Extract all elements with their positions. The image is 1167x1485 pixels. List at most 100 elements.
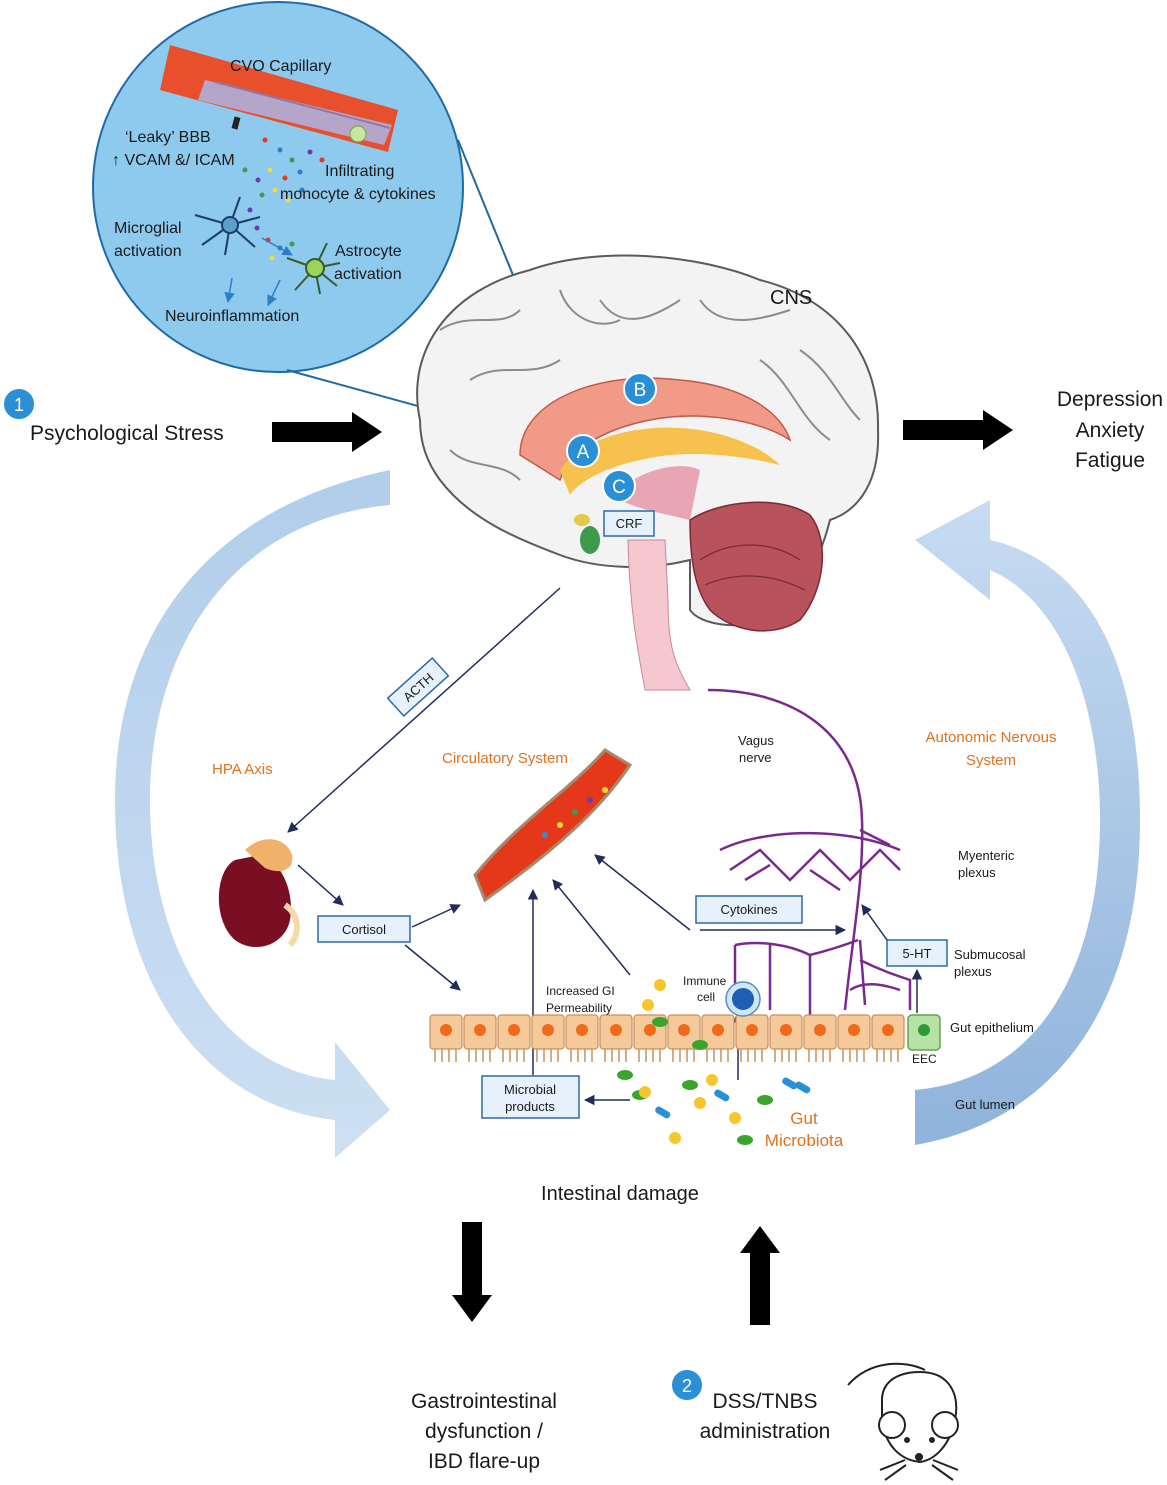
cytokine-dot	[247, 207, 253, 213]
svg-text:Microbial: Microbial	[504, 1082, 556, 1097]
circulatory-system-label: Circulatory System	[442, 750, 568, 767]
cns-label: CNS	[770, 287, 812, 309]
svg-text:Cortisol: Cortisol	[342, 922, 386, 937]
vagus-label: Vagus	[738, 733, 774, 748]
cytokine-dot	[289, 241, 295, 247]
administration-label: administration	[700, 1420, 831, 1443]
svg-text:2: 2	[682, 1376, 692, 1396]
microglial-label: Microglial	[114, 220, 182, 237]
cycle-arrow-left	[115, 470, 390, 1158]
epithelial-nucleus	[814, 1024, 826, 1036]
bacterium-bacillus	[714, 1089, 730, 1102]
dss-tnbs-label: DSS/TNBS	[712, 1390, 817, 1413]
submucosal-plexus-label: plexus	[954, 964, 992, 979]
cortisol-blood-arrow	[411, 904, 461, 928]
epithelial-nucleus	[712, 1024, 724, 1036]
immune-cell-label: cell	[697, 990, 715, 1004]
bacterium-bacillus	[795, 1081, 811, 1094]
bacterium-bacillus	[782, 1077, 798, 1090]
monocyte-cytokines-label: monocyte & cytokines	[280, 186, 436, 203]
bacterium-rod	[692, 1040, 708, 1050]
stress-arrow	[272, 412, 382, 452]
permeability-label-2: Permeability	[546, 1001, 612, 1015]
psychological-stress-label: Psychological Stress	[30, 422, 224, 445]
vcam-icam-label: ↑ VCAM &/ ICAM	[112, 152, 235, 169]
acth-box: ACTH	[386, 656, 450, 718]
cytokine-dot	[259, 192, 265, 198]
inset-neuroinflammation: CVO Capillary ‘Leaky’ BBB ↑ VCAM &/ ICAM…	[92, 1, 586, 453]
svg-text:Cytokines: Cytokines	[720, 902, 778, 917]
gut-microbiota-label: Gut	[790, 1109, 818, 1128]
cytokine-dot	[242, 167, 248, 173]
immune-label: Immune	[683, 974, 727, 988]
marker-a: A	[566, 434, 600, 468]
gut-epithelium-illustration	[429, 1014, 905, 1062]
bacterium-coccus	[669, 1132, 681, 1144]
cytokine-dot	[269, 255, 275, 261]
epithelial-nucleus	[848, 1024, 860, 1036]
myenteric-label: Myenteric	[958, 848, 1015, 863]
gi-dysfunction-line3: IBD flare-up	[428, 1450, 540, 1473]
hpa-axis-label: HPA Axis	[212, 761, 273, 778]
ans-label: Autonomic Nervous	[926, 729, 1057, 746]
epithelial-nucleus	[440, 1024, 452, 1036]
cytokine-dot	[267, 167, 273, 173]
outcome-fatigue: Fatigue	[1075, 449, 1145, 472]
cytokine-dot	[289, 157, 295, 163]
epithelial-nucleus	[474, 1024, 486, 1036]
cycle-arrow-right	[915, 500, 1140, 1145]
dss-marker: 2	[670, 1368, 704, 1402]
ans-system-label: System	[966, 752, 1016, 769]
bacterium-coccus	[729, 1112, 741, 1124]
cortisol-box: Cortisol	[317, 915, 411, 943]
intestinal-damage-label: Intestinal damage	[541, 1183, 699, 1205]
brain-illustration	[416, 254, 880, 691]
bacterium-rod	[737, 1135, 753, 1145]
cytokine-dot	[299, 187, 305, 193]
epithelial-nucleus	[508, 1024, 520, 1036]
epithelial-nucleus	[576, 1024, 588, 1036]
bacterium-rod	[682, 1080, 698, 1090]
five-ht-nerve-arrow	[861, 904, 888, 941]
cortisol-gut-arrow	[404, 944, 461, 991]
leaky-bbb-label: ‘Leaky’ BBB	[125, 129, 211, 146]
down-arrow	[452, 1222, 492, 1322]
svg-text:C: C	[612, 477, 626, 498]
gi-dysfunction-line2: dysfunction /	[425, 1420, 543, 1443]
crf-box: CRF	[603, 510, 655, 537]
mouse-illustration	[847, 1362, 959, 1481]
marker-c: C	[602, 469, 636, 503]
astrocyte-cell	[286, 242, 341, 295]
marker-b: B	[623, 372, 657, 406]
gi-dysfunction-line1: Gastrointestinal	[411, 1390, 557, 1413]
bacterium-rod	[652, 1017, 668, 1027]
acth-arrow	[287, 587, 561, 833]
cytokine-dot	[285, 197, 291, 203]
cytokine-dot	[272, 187, 278, 193]
submucosal-label: Submucosal	[954, 947, 1026, 962]
bacterium-rod	[617, 1070, 633, 1080]
epithelial-nucleus	[542, 1024, 554, 1036]
svg-text:products: products	[505, 1099, 555, 1114]
bacterium-coccus	[706, 1074, 718, 1086]
bacterium-bacillus	[655, 1106, 671, 1119]
stress-marker: 1	[2, 387, 36, 421]
cytokine-dot	[319, 157, 325, 163]
cytokine-dot	[255, 177, 261, 183]
outcome-depression: Depression	[1057, 388, 1163, 411]
adrenal-kidney-illustration	[218, 839, 300, 948]
bacterium-coccus	[654, 979, 666, 991]
cvo-capillary-illustration	[160, 45, 398, 152]
cytokines-box: Cytokines	[695, 895, 803, 924]
eec-label: EEC	[912, 1052, 937, 1066]
permeability-label: Increased GI	[546, 984, 615, 998]
infiltrating-label: Infiltrating	[325, 163, 394, 180]
myenteric-plexus-label: plexus	[958, 865, 996, 880]
up-arrow	[740, 1226, 780, 1325]
cytokine-dot	[297, 169, 303, 175]
epithelial-nucleus	[882, 1024, 894, 1036]
bacterium-coccus	[639, 1086, 651, 1098]
gut-epithelium-label: Gut epithelium	[950, 1020, 1034, 1035]
epithelial-nucleus	[644, 1024, 656, 1036]
